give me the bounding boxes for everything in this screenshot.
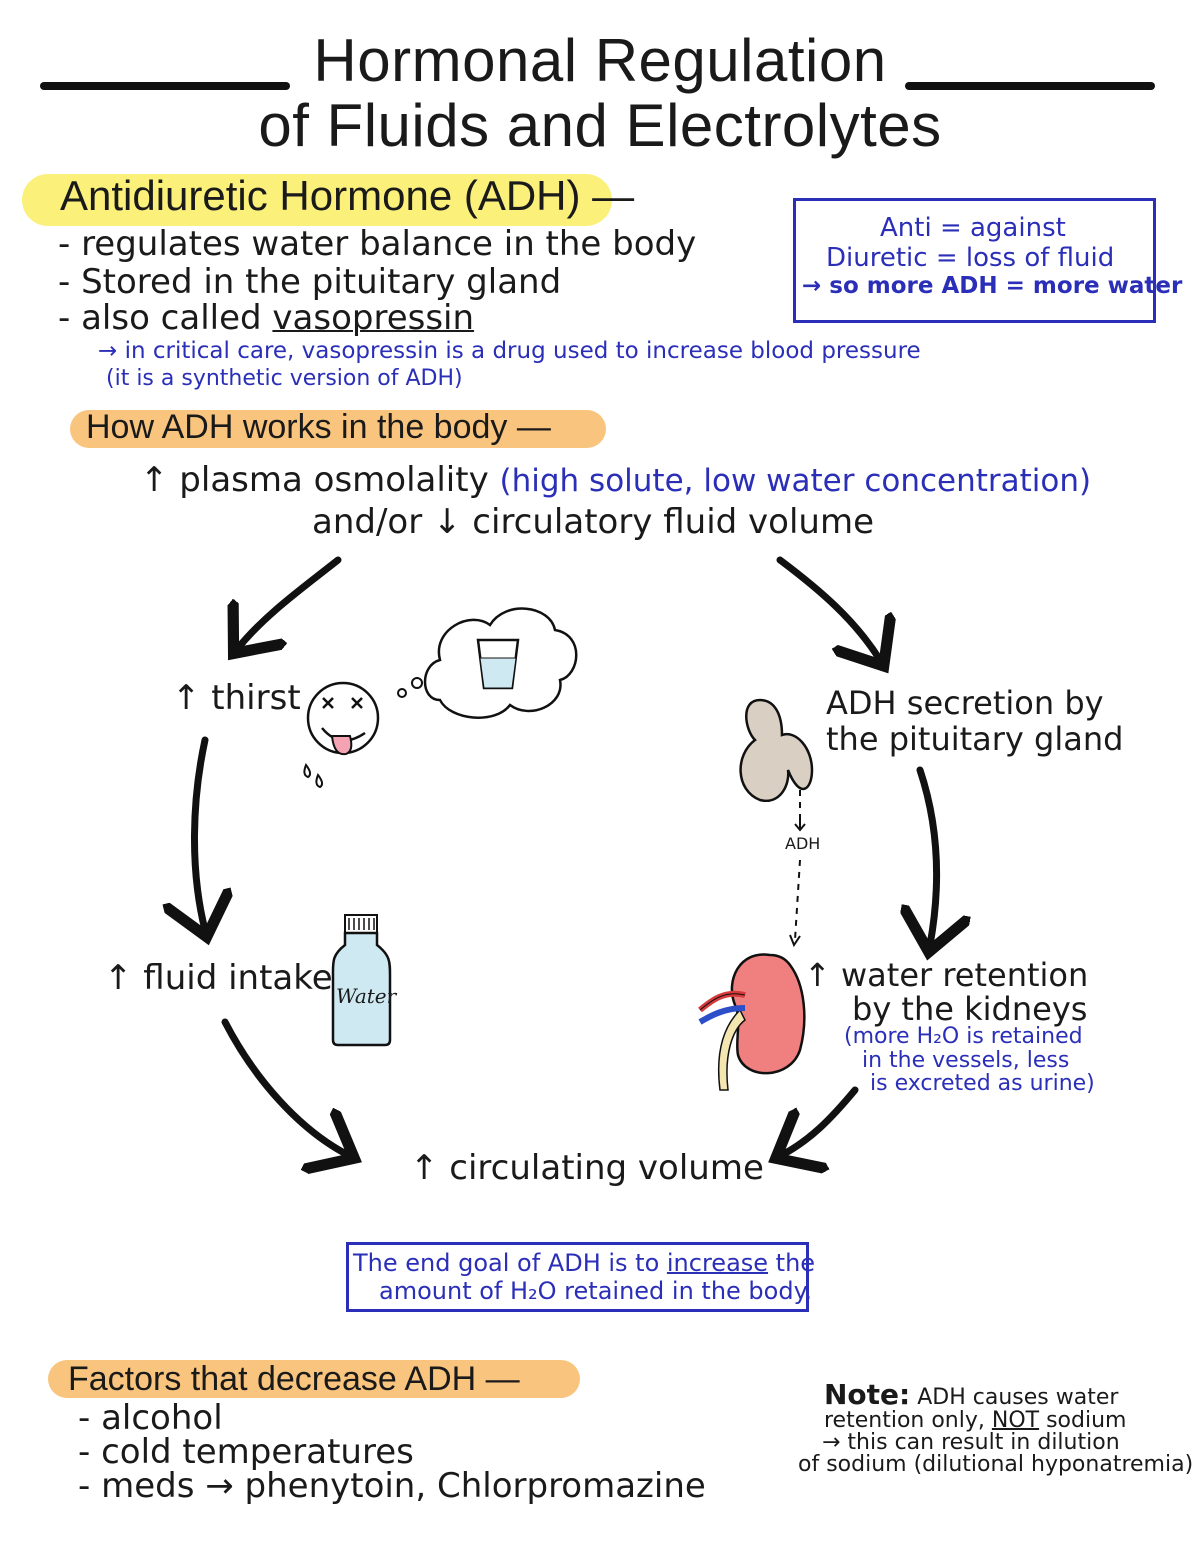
retention-note-line2: in the vessels, less bbox=[862, 1048, 1070, 1073]
note-not-word: NOT bbox=[991, 1408, 1040, 1433]
adh-small-label: ADH bbox=[785, 834, 821, 853]
goal-line1-pre: The end goal of ADH is to bbox=[353, 1249, 667, 1277]
goal-line1-post: the bbox=[768, 1249, 816, 1277]
kidney-icon bbox=[698, 953, 806, 1091]
note-line4: of sodium (dilutional hyponatremia) bbox=[798, 1452, 1194, 1477]
factor-meds: - meds → phenytoin, Chlorpromazine bbox=[78, 1466, 706, 1506]
synthetic-note: (it is a synthetic version of ADH) bbox=[106, 366, 463, 391]
factor-cold: - cold temperatures bbox=[78, 1432, 414, 1472]
arrow-to-thirst bbox=[238, 556, 342, 648]
thirst-label: ↑ thirst bbox=[172, 678, 301, 718]
factors-heading: Factors that decrease ADH — bbox=[68, 1360, 520, 1398]
goal-increase-word: increase bbox=[666, 1249, 769, 1277]
note-label: Note: bbox=[824, 1378, 911, 1411]
definition-anti: Anti = against bbox=[880, 213, 1066, 243]
factor-alcohol: - alcohol bbox=[78, 1398, 223, 1438]
note-line1-rest: ADH causes water bbox=[910, 1385, 1119, 1410]
note-line2-post: sodium bbox=[1039, 1408, 1127, 1433]
definition-diuretic: Diuretic = loss of fluid bbox=[826, 243, 1115, 273]
definition-box: Anti = against Diuretic = loss of fluid … bbox=[793, 198, 1182, 323]
note-line2-pre: retention only, bbox=[824, 1408, 992, 1433]
pituitary-gland-icon bbox=[739, 698, 814, 803]
arrow-to-fluid-intake bbox=[194, 736, 205, 930]
goal-line2: amount of H₂O retained in the body. bbox=[379, 1277, 812, 1305]
adh-bullet-3: - also called vasopressin bbox=[58, 298, 474, 338]
definition-more-adh: → so more ADH = more water bbox=[802, 273, 1183, 299]
trigger-line-2: and/or ↓ circulatory fluid volume bbox=[312, 502, 874, 542]
water-bottle-icon bbox=[331, 914, 392, 1047]
water-retention-line2: by the kidneys bbox=[852, 990, 1088, 1028]
title-rule-right bbox=[905, 82, 1155, 90]
page-title-line2: of Fluids and Electrolytes bbox=[258, 92, 942, 159]
thirsty-face-icon bbox=[303, 681, 380, 789]
page-title-line1: Hormonal Regulation bbox=[313, 27, 887, 94]
title-rule-left bbox=[40, 82, 290, 90]
fluid-intake-label: ↑ fluid intake bbox=[104, 958, 333, 998]
how-heading-highlight bbox=[70, 410, 606, 448]
arrow-to-adh-secretion bbox=[776, 556, 880, 660]
vasopressin-word: vasopressin bbox=[272, 298, 475, 338]
how-heading: How ADH works in the body — bbox=[86, 408, 551, 446]
goal-box: The end goal of ADH is to increase the a… bbox=[346, 1242, 815, 1312]
note-line2: retention only, NOT sodium bbox=[824, 1408, 1126, 1433]
thought-bubble-icon bbox=[397, 607, 578, 719]
adh-secretion-line1: ADH secretion by bbox=[826, 684, 1104, 722]
goal-line1: The end goal of ADH is to increase the bbox=[353, 1249, 815, 1277]
adh-bullet-3-text: - also called bbox=[58, 298, 273, 338]
adh-bullet-2: - Stored in the pituitary gland bbox=[58, 262, 562, 302]
retention-note-line3: is excreted as urine) bbox=[870, 1071, 1095, 1096]
circulating-volume-label: ↑ circulating volume bbox=[410, 1148, 764, 1188]
bottle-label: Water bbox=[336, 984, 397, 1008]
arrow-to-circulating-from-right bbox=[782, 1086, 859, 1155]
adh-heading: Antidiuretic Hormone (ADH) — bbox=[60, 172, 635, 219]
trigger-line-1: ↑ plasma osmolality (high solute, low wa… bbox=[140, 460, 1091, 500]
arrow-to-water-retention bbox=[920, 766, 937, 945]
adh-heading-highlight bbox=[22, 174, 612, 226]
retention-note-line1: (more H₂O is retained bbox=[844, 1024, 1083, 1049]
trigger-parenthetical: (high solute, low water concentration) bbox=[499, 463, 1092, 499]
trigger-plasma-osmolality: ↑ plasma osmolality bbox=[140, 460, 489, 500]
note-line3: → this can result in dilution bbox=[822, 1430, 1120, 1455]
adh-secretion-line2: the pituitary gland bbox=[826, 720, 1124, 758]
factors-heading-highlight bbox=[48, 1360, 580, 1398]
arrow-to-circulating-from-left bbox=[221, 1018, 348, 1155]
note-line1: Note: ADH causes water bbox=[824, 1378, 1118, 1411]
critical-care-note: → in critical care, vasopressin is a dru… bbox=[98, 338, 921, 364]
water-retention-line1: ↑ water retention bbox=[804, 956, 1089, 994]
adh-bullet-1: - regulates water balance in the body bbox=[58, 224, 697, 264]
